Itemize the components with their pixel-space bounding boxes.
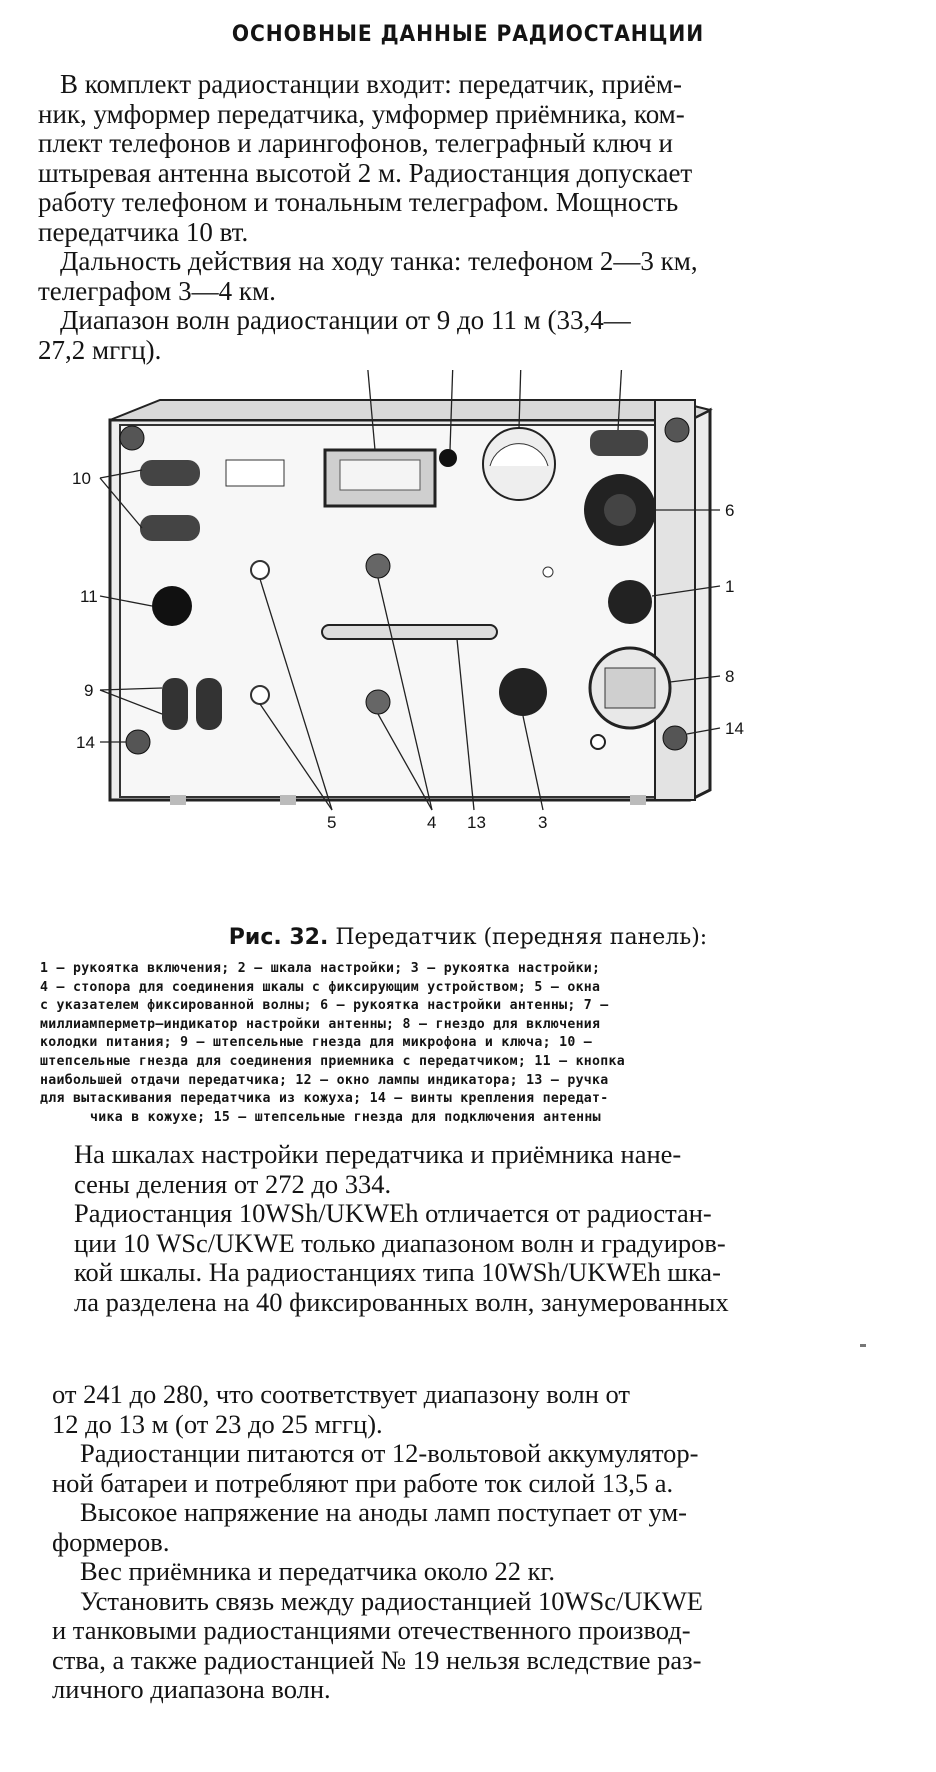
intro-text: В комплект радиостанции входит: передатч… [38,69,868,365]
text-line: Радиостанция 10WSh/UKWEh отличается от р… [74,1198,712,1228]
text-line: Вес приёмника и передатчика около 22 кг. [80,1556,556,1586]
transmitter-drawing: 2 12 7 15 10 11 9 14 6 1 8 14 5 4 13 3 [72,339,744,832]
legend-line: 4 — стопора для соединения шкалы с фикси… [40,979,601,995]
legend-line: наибольшей отдачи передатчика; 12 — окно… [40,1072,609,1088]
text-line: работу телефоном и тональным телеграфом.… [38,187,679,217]
callout-label: 14 [725,719,744,738]
legend-line: чика в кожухе; 15 — штепсельные гнезда д… [90,1109,601,1125]
text-line: ства, а также радиостанцией № 19 нельзя … [52,1644,702,1675]
text-line: ции 10 WSc/UKWE только диапазоном волн и… [74,1227,726,1258]
text-line: Диапазон волн радиостанции от 9 до 11 м … [60,305,631,335]
text-line: Установить связь между радиостанцией 10W… [80,1585,703,1616]
page-divider [860,1344,866,1347]
text-line: Дальность действия на ходу танка: телефо… [60,246,698,276]
legend-line: 1 — рукоятка включения; 2 — шкала настро… [40,961,601,976]
callout-label: 1 [725,577,734,596]
text-line: В комплект радиостанции входит: передатч… [60,69,682,99]
legend-line: штепсельные гнезда для соединения приемн… [40,1053,626,1069]
text-line: 12 до 13 м (от 23 до 25 мггц). [52,1408,383,1439]
power-text: от 241 до 280, что соответствует диапазо… [52,1379,882,1705]
legend-line: для вытаскивания передатчика из кожуха; … [40,1091,609,1107]
text-line: формеров. [52,1526,170,1557]
text-line: плект телефонов и ларингофонов, телеграф… [38,128,673,158]
callout-label: 9 [84,681,93,700]
text-line: телеграфом 3—4 км. [38,275,276,306]
scale-text: На шкалах настройки передатчика и приёмн… [74,1139,874,1317]
text-line: кой шкалы. На радиостанциях типа 10WSh/U… [74,1257,721,1287]
text-line: от 241 до 280, что соответствует диапазо… [52,1379,630,1409]
callout-label: 14 [76,733,95,752]
text-line: ла разделена на 40 фиксированных волн, з… [74,1286,729,1317]
legend-line: миллиамперметр—индикатор настройки антен… [40,1016,601,1032]
figure-title: Передатчик (передняя панель): [335,925,708,950]
text-line: сены деления от 272 до 334. [74,1168,392,1199]
legend-line: колодки питания; 9 — штепсельные гнезда … [40,1035,593,1051]
callout-label: 8 [725,667,734,686]
text-line: 27,2 мггц). [38,334,162,365]
callout-label: 5 [327,813,336,832]
callout-label: 4 [427,813,436,832]
text-line: передатчика 10 вт. [38,216,249,247]
figure-caption: Рис. 32. Передатчик (передняя панель): [0,925,936,950]
callout-label: 13 [467,813,486,832]
transmitter-figure: 2 12 7 15 10 11 9 14 6 1 8 14 5 4 13 3 [70,339,860,890]
text-line: штыревая антенна высотой 2 м. Радиостанц… [38,157,693,188]
text-line: личного диапазона волн. [52,1674,331,1704]
figure-legend: 1 — рукоятка включения; 2 — шкала настро… [40,960,890,1127]
text-line: Радиостанции питаются от 12-вольтовой ак… [80,1438,699,1468]
callout-label: 10 [72,469,91,488]
text-line: ной батареи и потребляют при работе ток … [52,1467,674,1498]
section-heading: ОСНОВНЫЕ ДАННЫЕ РАДИОСТАНЦИИ [231,22,705,47]
legend-line: с указателем фиксированной волны; 6 — ру… [40,998,609,1014]
callout-label: 11 [80,587,98,606]
text-line: На шкалах настройки передатчика и приёмн… [74,1139,682,1169]
text-line: Высокое напряжение на аноды ламп поступа… [80,1497,687,1527]
figure-number: Рис. 32. [228,925,329,950]
text-line: ник, умформер передатчика, умформер приё… [38,98,685,129]
callout-label: 3 [538,813,547,832]
text-line: и танковыми радиостанциями отечественног… [52,1615,691,1645]
callout-label: 6 [725,501,734,520]
